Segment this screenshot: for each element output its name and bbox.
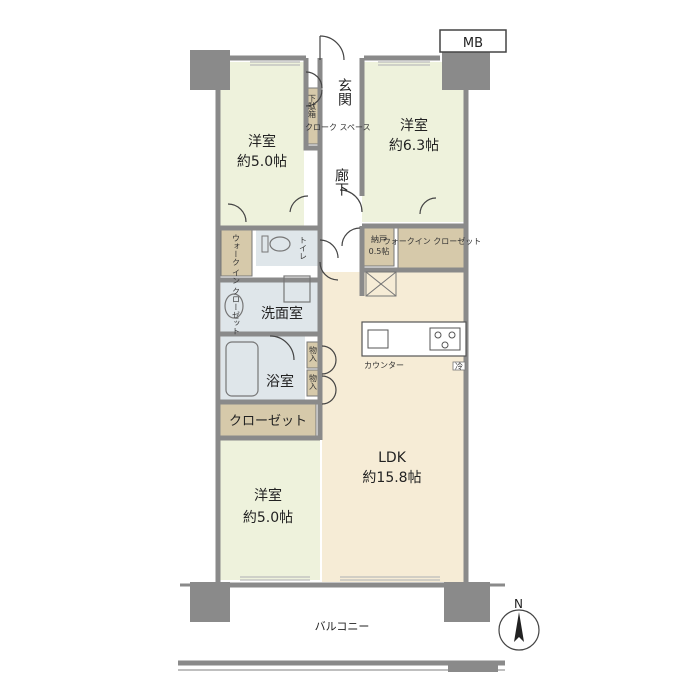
windows	[240, 61, 440, 581]
toilet-tank	[261, 235, 269, 253]
toilet-fill	[256, 230, 318, 266]
kitchen-counter	[361, 321, 467, 357]
fridge-mark	[452, 361, 466, 371]
toilet-bowl	[269, 236, 291, 252]
stove	[429, 327, 461, 351]
cloak-space-label: クローク スペース	[305, 123, 371, 132]
shaft-cross	[365, 271, 397, 297]
closet	[219, 403, 317, 437]
walk-in-closet-small-label: ウォーク イン クローゼット	[232, 234, 241, 335]
washing-machine	[283, 275, 311, 303]
doors	[227, 35, 437, 405]
bathroom-label: 浴室	[266, 373, 294, 390]
room-western-bottom-area: 約5.0帖	[243, 510, 293, 526]
room-western-bottom-fill	[220, 440, 320, 580]
washroom-label: 洗面室	[261, 305, 303, 322]
balcony	[178, 583, 505, 672]
washroom-fill	[221, 282, 319, 332]
mb-label: MB	[463, 36, 483, 51]
washbasin	[224, 293, 244, 319]
room-western-top-right-name: 洋室	[400, 117, 428, 134]
cabinet-2-label: 物入	[309, 373, 318, 390]
walk-in-closet-large	[397, 227, 467, 269]
column-bottom-left	[190, 582, 230, 622]
room-ldk-area: 約15.8帖	[362, 470, 421, 486]
shoe-box-label: 下駄箱	[308, 94, 317, 119]
room-western-top-left-name: 洋室	[248, 133, 276, 150]
fridge-mark-label: 冷	[455, 361, 463, 371]
closet-label: クローゼット	[229, 414, 307, 429]
north-compass	[498, 609, 540, 651]
counter-label: カウンター	[364, 361, 404, 370]
walk-in-closet-large-label: ウォークイン クローゼット	[383, 236, 482, 246]
walk-in-closet-small	[220, 229, 253, 277]
mb-box	[439, 29, 507, 53]
room-western-bottom-name: 洋室	[254, 487, 282, 504]
storeroom-name: 納戸	[371, 234, 387, 244]
kitchen-sink	[367, 329, 389, 349]
column-bottom-right	[444, 582, 490, 622]
toilet-label: トイレ	[299, 236, 308, 260]
room-western-top-right-area: 約6.3帖	[389, 138, 439, 154]
column-top-left	[190, 50, 230, 90]
bathroom-fill	[221, 336, 305, 400]
room-ldk-fill	[322, 272, 466, 582]
bathtub	[225, 341, 259, 397]
storeroom-area: 0.5帖	[369, 246, 390, 256]
room-ldk-name: LDK	[378, 450, 407, 466]
room-western-top-left-fill	[220, 62, 304, 227]
hallway-fill	[323, 60, 360, 272]
entrance-label: 玄関	[336, 77, 352, 107]
north-label: N	[514, 597, 523, 611]
hallway-label: 廊下	[333, 167, 349, 196]
room-western-top-left-area: 約5.0帖	[237, 154, 287, 170]
cabinet-1-label: 物入	[309, 345, 318, 362]
balcony-label: バルコニー	[315, 620, 370, 633]
column-top-right	[442, 50, 490, 90]
